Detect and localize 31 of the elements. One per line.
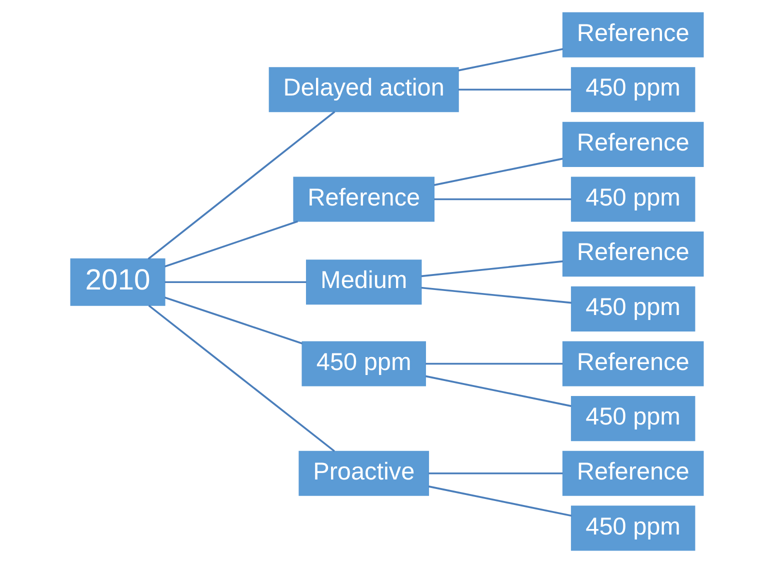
node-box: Reference [562,12,704,58]
connector [433,158,562,186]
node-box: Reference [562,450,704,496]
connector [164,296,302,344]
connector [164,220,298,268]
connector [164,281,306,284]
connector [428,486,572,517]
connector [148,304,334,452]
node-box: 450 ppm [570,506,695,551]
node-box: Reference [292,176,434,222]
node-box: 450 ppm [570,396,695,442]
node-box: Reference [562,122,704,167]
node-box: Reference [562,232,704,277]
node-box: 450 ppm [570,176,695,222]
connector [420,260,562,278]
connector [425,362,562,365]
node-box: 450 ppm [570,67,695,112]
connector [424,375,571,407]
node-box: Reference [562,341,704,386]
connector [420,286,572,304]
node-box: Medium [306,260,422,305]
node-box: 2010 [70,258,165,306]
node-box: 450 ppm [570,286,695,332]
connector [458,48,563,72]
node-box: Delayed action [268,67,458,112]
node-box: 450 ppm [301,341,426,386]
connector [458,88,571,91]
connector [147,111,335,260]
node-box: Proactive [298,450,429,496]
connector [434,198,571,200]
connector [428,472,562,474]
